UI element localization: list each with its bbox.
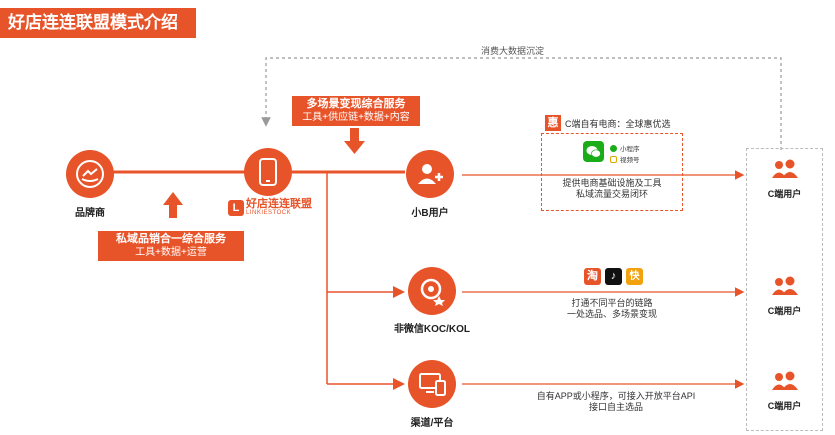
channel-description: 自有APP或小程序，可接入开放平台API 接口自主选品 <box>516 391 716 413</box>
channel-desc-line1: 自有APP或小程序，可接入开放平台API <box>536 391 696 401</box>
kuaishou-icon: 快 <box>626 268 643 285</box>
phone-icon <box>259 158 277 186</box>
channels-icon <box>610 155 617 163</box>
bottom-service-detail: 工具+数据+运营 <box>135 247 207 258</box>
koc-label: 非微信KOC/KOL <box>393 324 471 335</box>
brand-node-icon <box>66 150 114 198</box>
top-service-detail: 工具+供应链+数据+内容 <box>302 112 410 123</box>
feedback-loop-label: 消费大数据沉淀 <box>481 46 545 56</box>
ecom-header: 惠 C端自有电商：全球惠优选 <box>545 115 671 131</box>
hui-logo-icon: 惠 <box>545 115 561 131</box>
miniprogram-label: 小程序 <box>620 146 640 153</box>
channel-desc-line2: 接口自主选品 <box>588 402 643 412</box>
page-title: 好店连连联盟模式介绍 <box>0 8 196 38</box>
hub-node-icon <box>244 148 292 196</box>
devices-icon <box>419 373 446 396</box>
wechat-icon <box>583 141 604 162</box>
small-b-desc-line1: 提供电商基础设施及工具 <box>562 178 662 188</box>
channel-label: 渠道/平台 <box>410 418 454 429</box>
taobao-icon: 淘 <box>584 268 601 285</box>
wechat-dashed-box <box>541 133 683 211</box>
hub-logo-text: 好店连连联盟 <box>246 198 312 210</box>
users-icon <box>771 159 798 178</box>
hub-logo-sub: LINKIESTOCK <box>246 210 292 216</box>
c-user-group-3: C端用户 <box>746 370 823 412</box>
small-b-label: 小B用户 <box>411 208 449 219</box>
users-icon <box>771 276 798 295</box>
c-user-label-2: C端用户 <box>767 306 802 316</box>
users-icon <box>771 371 798 390</box>
top-service-title: 多场景变现综合服务 <box>306 98 406 110</box>
handshake-icon <box>76 160 104 188</box>
bottom-service-box: 私域品销合一综合服务 工具+数据+运营 <box>98 231 244 261</box>
c-user-group-2: C端用户 <box>746 275 823 317</box>
ecom-label: C端自有电商：全球惠优选 <box>565 118 671 129</box>
down-arrow-icon <box>344 128 365 154</box>
c-users-column <box>746 148 823 431</box>
c-user-label-3: C端用户 <box>767 401 802 411</box>
small-b-node-icon <box>406 150 454 198</box>
c-user-group-1: C端用户 <box>746 158 823 200</box>
video-label: 视频号 <box>620 157 640 164</box>
influencer-star-icon <box>420 278 445 306</box>
koc-description: 打通不同平台的链路 一处选品、多场景变现 <box>541 298 683 320</box>
top-service-box: 多场景变现综合服务 工具+供应链+数据+内容 <box>292 96 420 126</box>
koc-node-icon <box>408 267 456 315</box>
miniprogram-row: 小程序 <box>610 143 640 153</box>
hub-logo: L 好店连连联盟 LINKIESTOCK <box>228 199 312 217</box>
feedback-loop-line <box>261 57 782 150</box>
bottom-service-title: 私域品销合一综合服务 <box>116 233 226 245</box>
douyin-icon: ♪ <box>605 268 622 285</box>
video-row: 视频号 <box>610 154 640 164</box>
link-logo-icon: L <box>228 200 244 216</box>
koc-desc-line1: 打通不同平台的链路 <box>571 298 653 308</box>
koc-desc-line2: 一处选品、多场景变现 <box>566 309 657 319</box>
brand-label: 品牌商 <box>75 208 105 219</box>
koc-platform-icons: 淘 ♪ 快 <box>584 268 643 285</box>
miniprogram-icon <box>610 144 617 152</box>
add-user-icon <box>418 164 443 184</box>
small-b-description: 提供电商基础设施及工具 私域流量交易闭环 <box>541 178 683 200</box>
up-arrow-icon <box>163 192 183 218</box>
small-b-desc-line2: 私域流量交易闭环 <box>575 189 648 199</box>
c-user-label-1: C端用户 <box>767 189 802 199</box>
channel-node-icon <box>408 360 456 408</box>
